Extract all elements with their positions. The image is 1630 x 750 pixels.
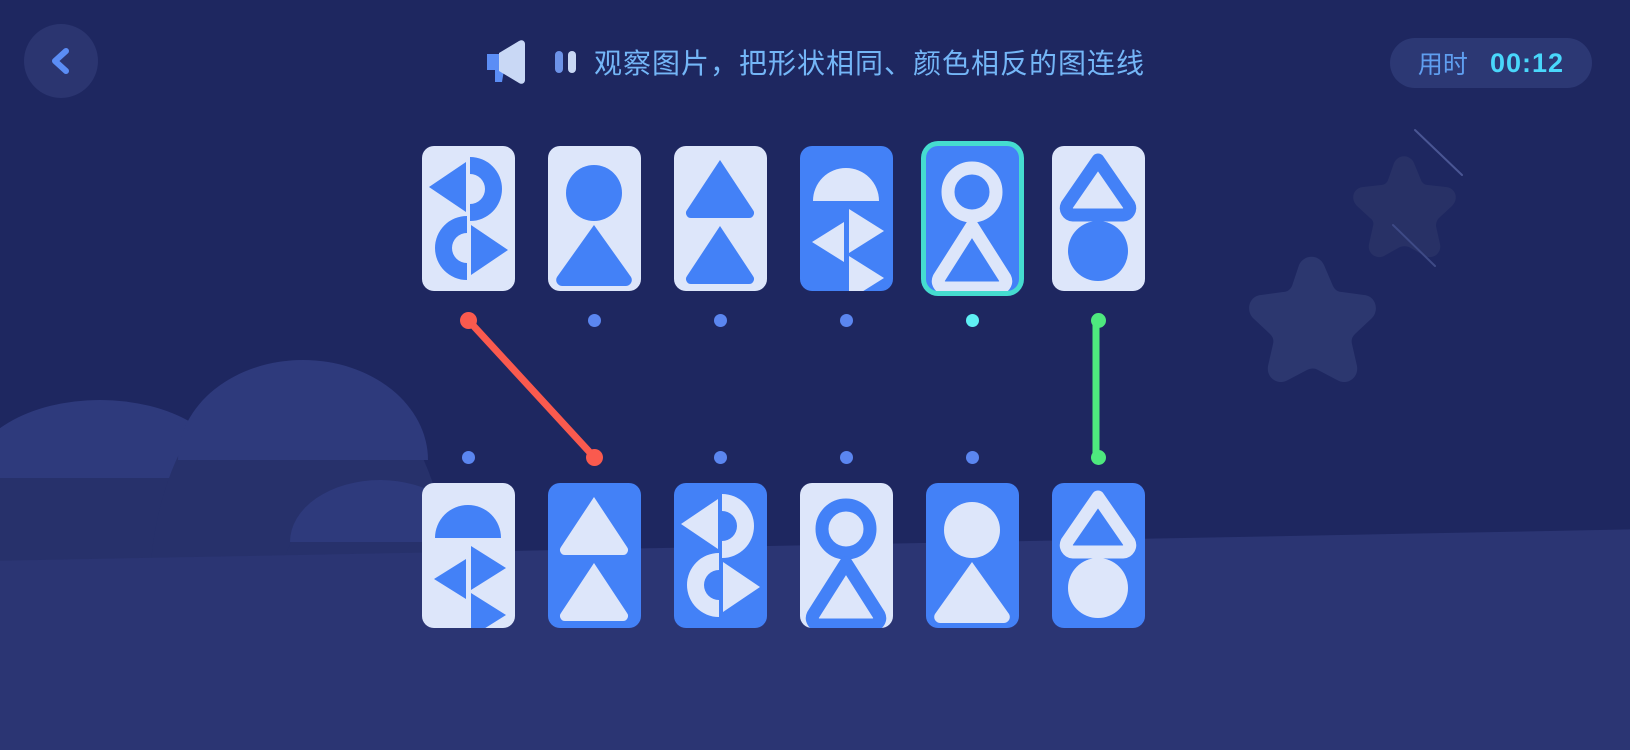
timer-badge: 用时 00:12 [1389,38,1592,88]
card-shape-ring-triangle-outline [805,498,887,628]
card-shape-tri-arc-combo [429,157,508,280]
card-top-5[interactable] [926,146,1019,291]
card-shape-triangle-outline-circle [1059,490,1137,618]
connector-dot-top-1[interactable] [460,311,477,329]
card-shape-circle-triangle-filled [556,165,632,286]
star-icon [1249,256,1376,383]
back-button[interactable] [24,24,98,98]
bottom-card-row [422,483,1145,628]
timer-value: 00:12 [1489,47,1564,78]
card-bot-4[interactable] [800,483,893,628]
card-bot-1[interactable] [422,483,515,628]
card-bot-6[interactable] [1052,483,1145,628]
card-top-2[interactable] [548,146,641,291]
connector-dot-bot-3[interactable] [714,450,727,464]
connector-dot-bot-2[interactable] [586,448,603,466]
card-shape-dome-triangles [434,505,506,628]
connector-dot-bot-4[interactable] [840,450,853,464]
shooting-star-trail [1392,224,1436,267]
connector-dot-top-6[interactable] [1091,312,1106,328]
card-bot-5[interactable] [926,483,1019,628]
top-card-row [422,146,1145,291]
connector-dot-bot-5[interactable] [966,450,979,464]
card-shape-ring-triangle-outline [931,161,1013,291]
connector-dot-bot-6[interactable] [1091,449,1106,465]
connector-dot-top-3[interactable] [714,313,727,327]
connector-dot-top-5[interactable] [966,313,979,327]
card-top-4[interactable] [800,146,893,291]
connector-dot-top-2[interactable] [588,313,601,327]
star-icon [1353,156,1456,258]
card-shape-triangle-outline-circle [1059,153,1137,281]
timer-label: 用时 [1417,51,1468,79]
connector-dot-top-4[interactable] [840,313,853,327]
card-top-6[interactable] [1052,146,1145,291]
card-bot-2[interactable] [548,483,641,628]
card-shape-double-triangle [686,160,754,284]
card-bot-3[interactable] [674,483,767,628]
card-shape-circle-triangle-filled [934,502,1010,623]
card-shape-double-triangle [560,497,628,621]
connector-dot-bot-1[interactable] [462,450,475,464]
card-top-3[interactable] [674,146,767,291]
card-shape-tri-arc-combo [681,494,760,617]
card-top-1[interactable] [422,146,515,291]
chevron-left-icon [52,48,69,74]
card-shape-dome-triangles [812,168,884,291]
shooting-star-trail [1414,129,1463,176]
